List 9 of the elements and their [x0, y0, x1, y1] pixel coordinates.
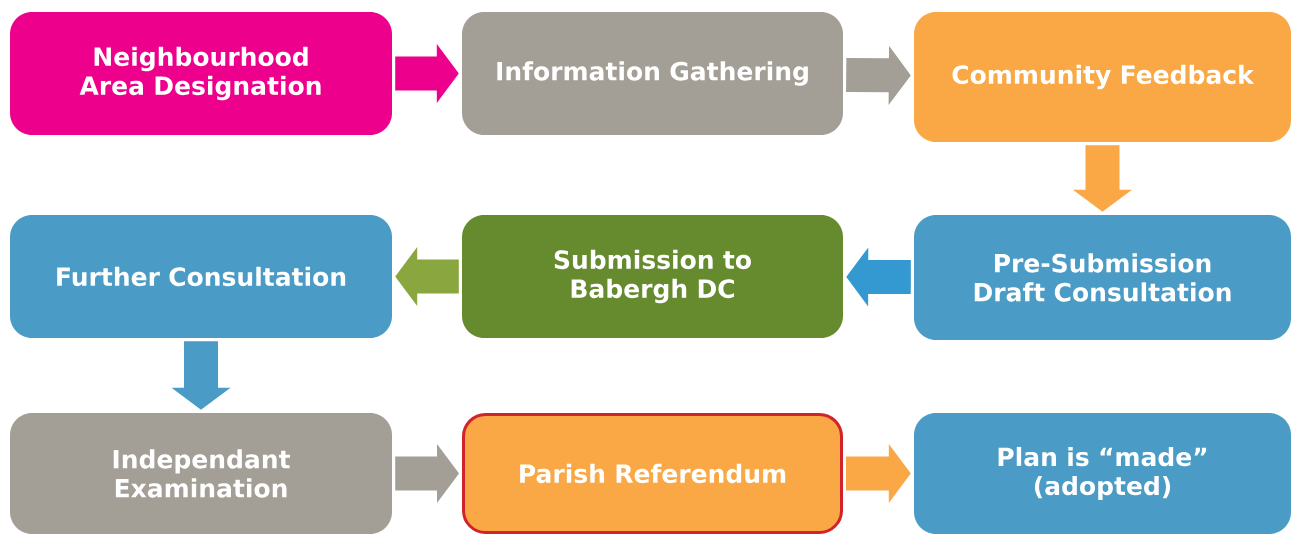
process-box: Submission to Babergh DC: [462, 215, 843, 338]
process-box: Neighbourhood Area Designation: [10, 12, 392, 135]
process-box: Further Consultation: [10, 215, 392, 338]
process-box: Community Feedback: [914, 12, 1291, 142]
process-box: Parish Referendum: [462, 413, 843, 534]
process-box: Independant Examination: [10, 413, 392, 534]
process-box: Information Gathering: [462, 12, 843, 135]
process-box: Plan is “made” (adopted): [914, 413, 1291, 534]
process-box: Pre-Submission Draft Consultation: [914, 215, 1291, 340]
